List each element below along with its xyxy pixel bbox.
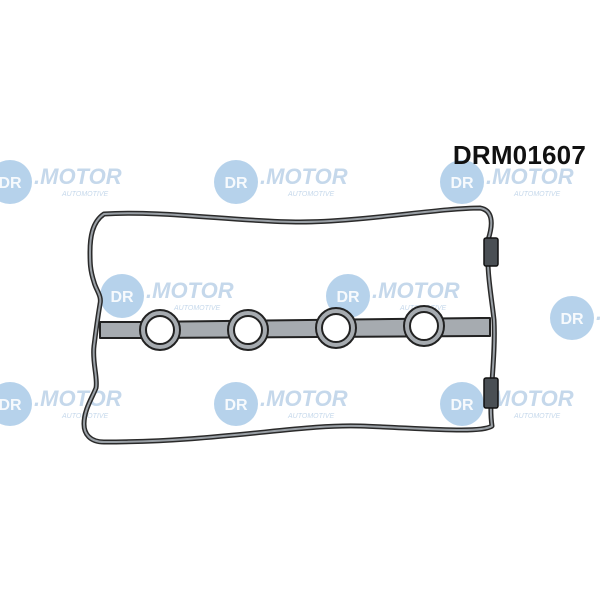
- brand-watermarks: [0, 160, 600, 426]
- watermark-logo: [550, 296, 600, 340]
- gasket: [81, 205, 499, 445]
- watermark-logo: [0, 382, 122, 426]
- spark-plug-rings: [139, 305, 445, 351]
- part-number: DRM01607: [452, 140, 586, 170]
- watermark-logo: [214, 382, 348, 426]
- gasket-tab-top-right: [483, 237, 499, 267]
- gasket-tab-bottom-right: [483, 377, 499, 409]
- watermark-logo: [440, 382, 574, 426]
- watermark-logo: [214, 160, 348, 204]
- gasket-outer-ring-inner: [83, 207, 496, 443]
- watermark-logo: [0, 160, 122, 204]
